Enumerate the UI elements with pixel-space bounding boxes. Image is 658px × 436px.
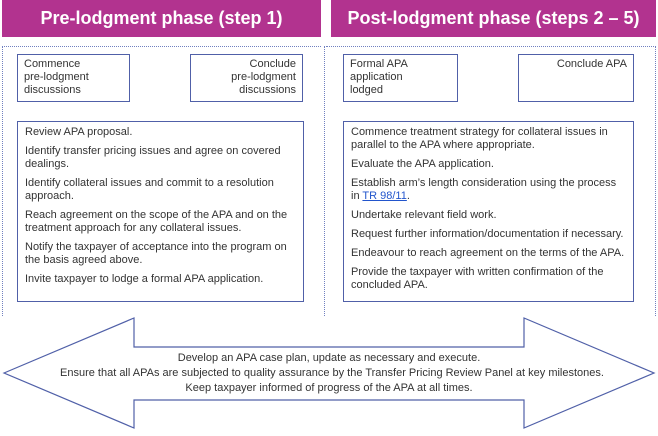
post-lodgment-steps-list: Commence treatment strategy for collater… xyxy=(343,121,634,302)
box-line: Conclude APA xyxy=(556,58,627,70)
arrow-text-line: Keep taxpayer informed of progress of th… xyxy=(185,382,473,394)
list-item: Review APA proposal. xyxy=(25,126,133,138)
box-line: Commence xyxy=(24,58,81,70)
box-line: lodged xyxy=(350,84,384,96)
pre-lodgment-steps-list: Review APA proposal. Identify transfer p… xyxy=(17,121,304,302)
arrow-text-line: Develop an APA case plan, update as nece… xyxy=(177,352,481,364)
arrow-text-line: Ensure that all APAs are subjected to qu… xyxy=(60,367,604,379)
list-item: Reach agreement on the scope of the APA … xyxy=(25,209,288,234)
double-arrow-shape xyxy=(2,317,656,429)
list-item: Invite taxpayer to lodge a formal APA ap… xyxy=(25,273,264,285)
list-item-text: Establish arm’s length consideration usi… xyxy=(351,177,617,202)
conclude-pre-lodgment-box: Conclude pre-lodgment discussions xyxy=(190,54,303,102)
list-item: Request further information/documentatio… xyxy=(351,228,624,240)
list-item: Undertake relevant field work. xyxy=(351,209,497,221)
list-item: Evaluate the APA application. xyxy=(351,158,494,170)
list-item: Commence treatment strategy for collater… xyxy=(351,126,608,151)
conclude-apa-box: Conclude APA xyxy=(518,54,634,102)
list-item: Identify collateral issues and commit to… xyxy=(25,177,274,202)
box-line: pre-lodgment xyxy=(231,71,296,83)
list-item: Provide the taxpayer with written confir… xyxy=(351,266,604,291)
list-item: Identify transfer pricing issues and agr… xyxy=(25,145,281,170)
formal-apa-lodged-box: Formal APA application lodged xyxy=(343,54,458,102)
post-lodgment-header: Post-lodgment phase (steps 2 – 5) xyxy=(331,0,656,37)
tr-98-11-link[interactable]: TR 98/11 xyxy=(362,190,407,202)
pre-lodgment-header: Pre-lodgment phase (step 1) xyxy=(2,0,321,37)
pre-lodgment-region xyxy=(2,46,321,316)
box-line: Formal APA xyxy=(350,58,408,70)
commence-pre-lodgment-box: Commence pre-lodgment discussions xyxy=(17,54,130,102)
list-item: Notify the taxpayer of acceptance into t… xyxy=(25,241,287,266)
box-line: discussions xyxy=(24,84,81,96)
box-line: pre-lodgment xyxy=(24,71,89,83)
box-line: discussions xyxy=(239,84,296,96)
list-item: Endeavour to reach agreement on the term… xyxy=(351,247,625,259)
list-item: Establish arm’s length consideration usi… xyxy=(351,177,626,203)
list-item-text: . xyxy=(406,190,410,202)
post-lodgment-region xyxy=(326,46,656,316)
phase-divider xyxy=(324,46,325,316)
box-line: Conclude xyxy=(249,58,296,70)
box-line: application xyxy=(350,71,403,83)
